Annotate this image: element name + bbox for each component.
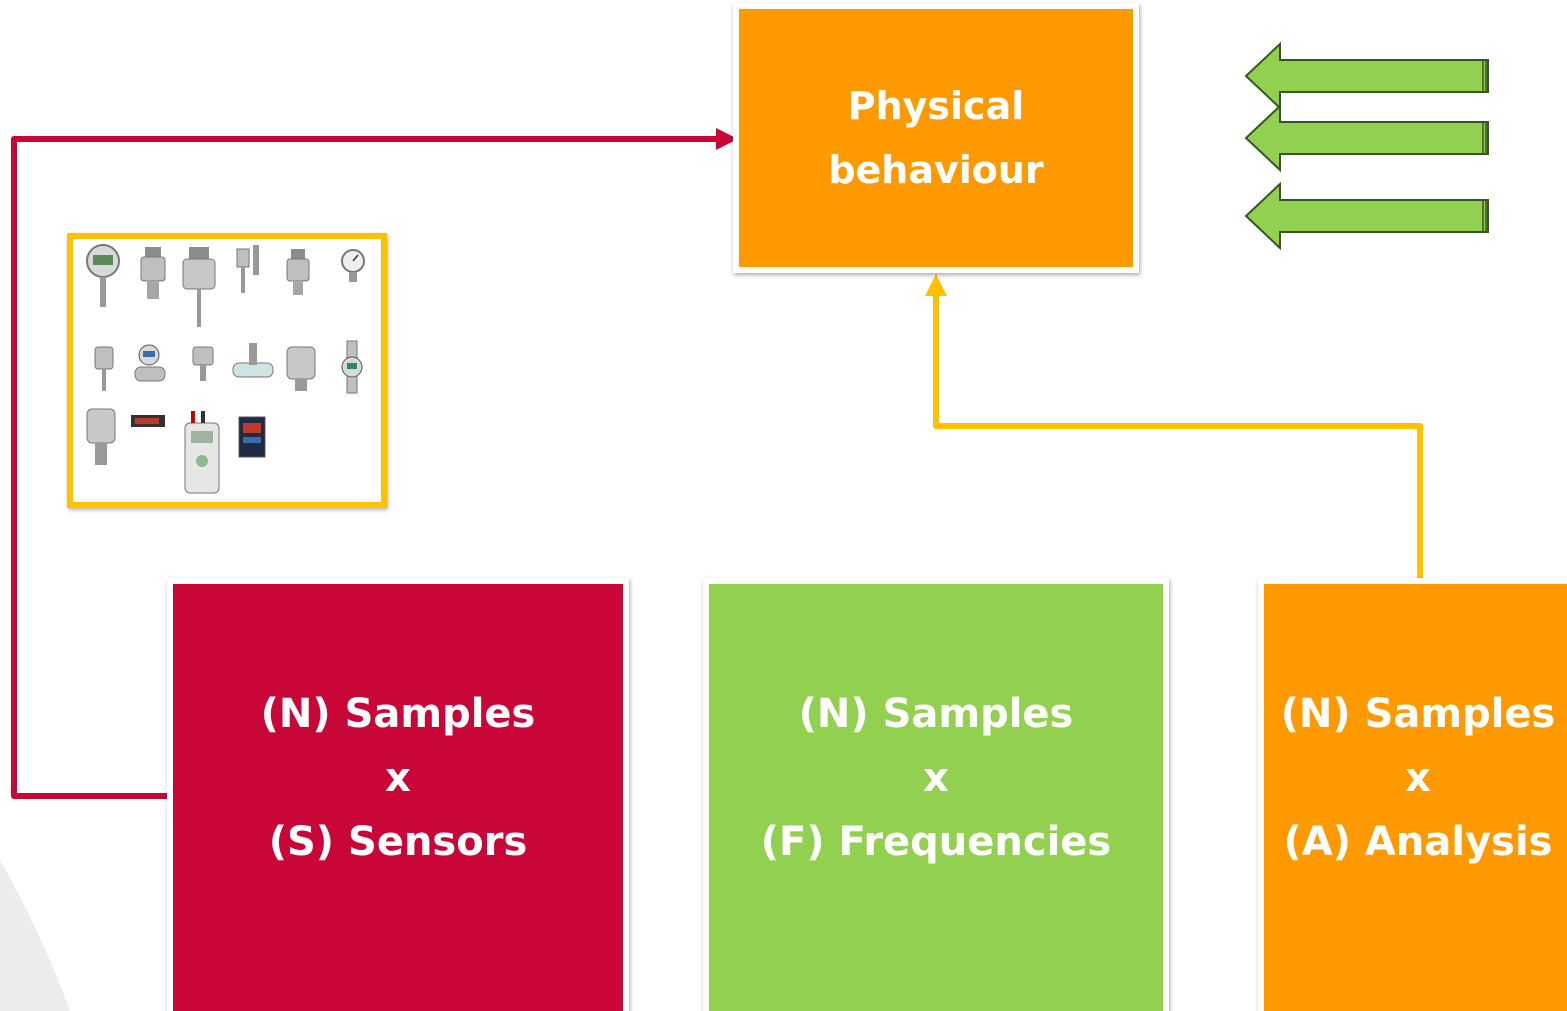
sensor-housing-icon xyxy=(86,408,116,465)
sensors-box-line-1: (N) Samples xyxy=(260,691,536,737)
analysis-box-line-1: (N) Samples xyxy=(1280,691,1556,737)
red-arrowhead xyxy=(716,128,738,150)
sensors-box-line-3: (S) Sensors xyxy=(268,819,528,865)
temperature-sensor-icon xyxy=(94,346,114,391)
sensor-instruments-panel xyxy=(67,233,387,508)
sensors-to-physical-connector xyxy=(11,136,720,799)
left-arrow-icon xyxy=(1244,103,1489,173)
samples-sensors-box: (N) Samples x (S) Sensors xyxy=(167,578,629,1011)
frequencies-box-line-1: (N) Samples xyxy=(798,691,1074,737)
left-arrow-icon xyxy=(1244,181,1489,251)
analysis-box-line-2: x xyxy=(1405,755,1431,801)
physical-box-line-1: Physical xyxy=(847,84,1025,128)
inline-display-sensor-icon xyxy=(341,340,363,394)
controller-display-icon xyxy=(238,416,266,458)
frequencies-box-line-3: (F) Frequencies xyxy=(760,819,1112,865)
physical-box-line-2: behaviour xyxy=(828,148,1044,192)
analysis-box-line-3: (A) Analysis xyxy=(1283,819,1553,865)
flow-meter-icon xyxy=(134,344,166,382)
pressure-sensor-icon xyxy=(140,247,166,299)
level-probe-icon xyxy=(182,247,216,327)
panel-display-icon xyxy=(131,415,165,427)
samples-frequencies-box: (N) Samples x (F) Frequencies xyxy=(703,578,1169,1011)
pressure-transmitter-icon xyxy=(286,249,310,295)
pressure-housing-icon xyxy=(286,346,316,391)
gold-arrowhead xyxy=(925,274,947,296)
handheld-meter-icon xyxy=(184,411,220,494)
input-arrows-group xyxy=(1244,41,1489,251)
manometer-icon xyxy=(341,249,365,282)
digital-gauge-icon xyxy=(86,244,120,307)
left-arrow-icon xyxy=(1244,41,1489,111)
physical-behaviour-box: Physical behaviour xyxy=(733,3,1139,273)
sensor-instruments-image xyxy=(86,244,365,494)
samples-analysis-box: (N) Samples x (A) Analysis xyxy=(1258,578,1567,1011)
temperature-probe-icon xyxy=(236,245,259,293)
inline-sensor-icon xyxy=(232,343,274,378)
frequencies-box-line-2: x xyxy=(923,755,949,801)
sensors-box-line-2: x xyxy=(385,755,411,801)
analysis-to-physical-connector xyxy=(933,292,1423,578)
level-switch-icon xyxy=(192,346,214,381)
